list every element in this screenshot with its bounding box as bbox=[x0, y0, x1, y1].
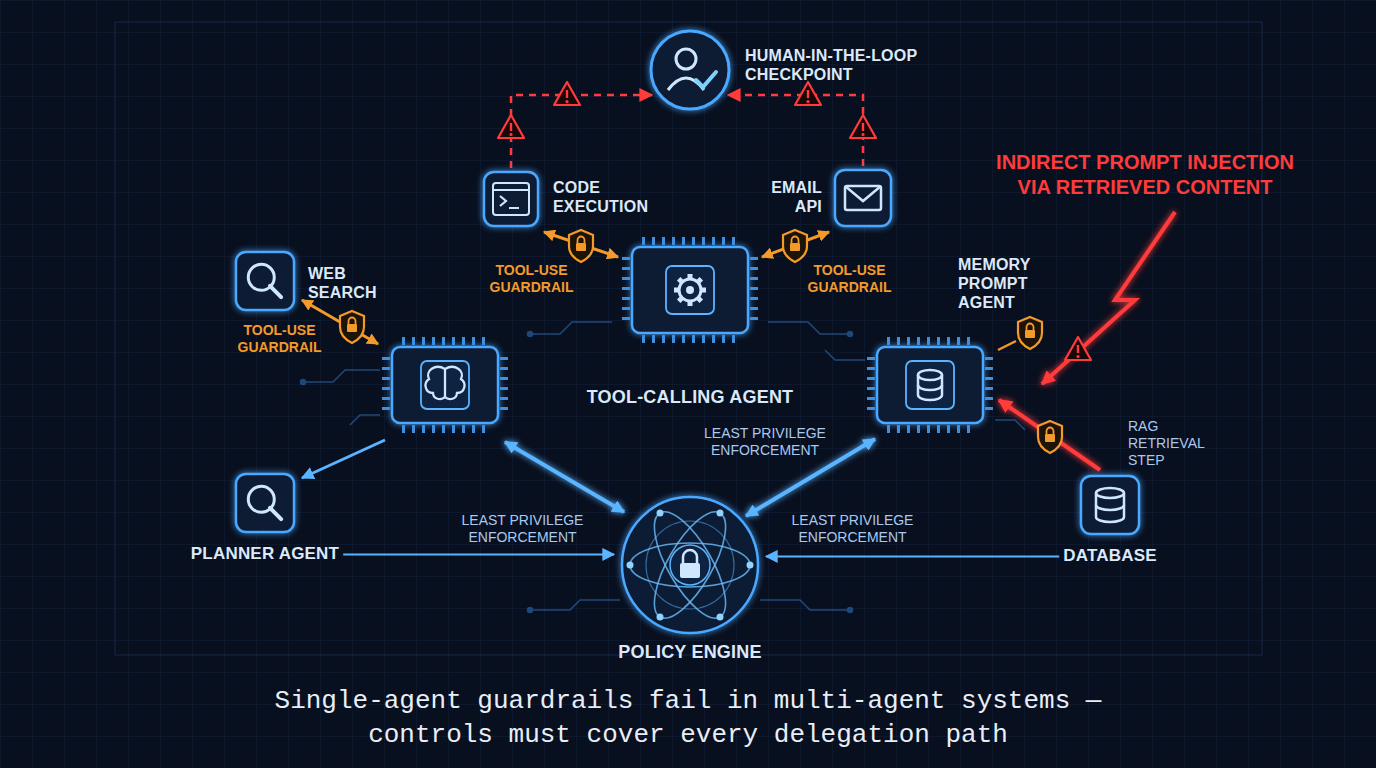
connector-arrow bbox=[999, 400, 1100, 470]
planner-chip bbox=[386, 341, 504, 429]
caption: Single-agent guardrails fail in multi-ag… bbox=[258, 684, 1118, 752]
node-label: PLANNER AGENT bbox=[191, 544, 339, 564]
node-label: CODE EXECUTION bbox=[553, 178, 653, 216]
agent-icon-box: PLANNER AGENT bbox=[191, 472, 339, 564]
node-label: POLICY ENGINE bbox=[618, 642, 761, 664]
agent-chip: TOOL-CALLING AGENT bbox=[587, 235, 794, 409]
tool-icon-box: WEB SEARCH bbox=[234, 250, 296, 312]
connector-arrow bbox=[766, 555, 1059, 557]
connector-arrow bbox=[688, 413, 692, 492]
warning-symbol bbox=[1065, 337, 1091, 360]
tool-icon-box: CODE EXECUTION bbox=[482, 170, 540, 228]
guardrail-label: TOOL-USE GUARDRAIL bbox=[232, 322, 327, 356]
datastore-box-shape bbox=[1079, 474, 1141, 536]
privilege-arrow bbox=[505, 442, 624, 512]
planner-arrow bbox=[302, 440, 385, 478]
node-label: TOOL-CALLING AGENT bbox=[587, 387, 794, 409]
node-label: WEB SEARCH bbox=[308, 264, 388, 302]
guardrail-shield bbox=[340, 311, 364, 343]
node-label: DATABASE bbox=[1063, 546, 1157, 566]
tool-icon-box: EMAIL API bbox=[833, 168, 893, 228]
checkpoint-node: HUMAN-IN-THE-LOOP CHECKPOINT bbox=[648, 28, 732, 112]
policy-engine-circle: POLICY ENGINE bbox=[615, 490, 765, 664]
node-label: MEMORY PROMPT AGENT bbox=[958, 255, 1038, 313]
agent-icon-box-shape bbox=[234, 472, 296, 534]
guardrail-label: TOOL-USE GUARDRAIL bbox=[484, 262, 579, 296]
privilege-label: LEAST PRIVILEGE ENFORCEMENT bbox=[785, 512, 920, 546]
agent-chip-shape bbox=[620, 235, 760, 345]
warning-title: INDIRECT PROMPT INJECTION VIA RETRIEVED … bbox=[985, 150, 1305, 200]
warning-symbol bbox=[498, 115, 524, 138]
node-label: EMAIL API bbox=[752, 178, 822, 216]
privilege-label: LEAST PRIVILEGE ENFORCEMENT bbox=[455, 512, 590, 546]
connector-arrow bbox=[343, 553, 614, 555]
tool-icon-box-shape bbox=[234, 250, 296, 312]
agent-chip-shape bbox=[865, 335, 995, 435]
guardrail-shield bbox=[1038, 421, 1062, 453]
connector-arrow bbox=[511, 95, 652, 168]
tool-icon-box-shape bbox=[833, 168, 893, 228]
panel-frame bbox=[115, 22, 1262, 655]
injection-bolt bbox=[1042, 212, 1175, 384]
agent-chip: MEMORY PROMPT AGENT bbox=[865, 335, 995, 435]
warning-symbol bbox=[554, 82, 580, 105]
guardrail-link bbox=[998, 341, 1016, 350]
guardrail-shield bbox=[783, 230, 807, 262]
guardrail-shield bbox=[569, 230, 593, 262]
warning-symbol bbox=[795, 82, 821, 105]
guardrail-label: TOOL-USE GUARDRAIL bbox=[802, 262, 897, 296]
guardrail-shield bbox=[1018, 317, 1042, 349]
datastore-box: DATABASE bbox=[1063, 474, 1157, 566]
checkpoint-node-shape bbox=[648, 28, 732, 112]
tool-icon-box-shape bbox=[482, 170, 540, 228]
privilege-label: LEAST PRIVILEGE ENFORCEMENT bbox=[700, 425, 830, 459]
node-label: HUMAN-IN-THE-LOOP CHECKPOINT bbox=[745, 46, 935, 84]
retrieval-label: RAG RETRIEVAL STEP bbox=[1128, 418, 1210, 469]
warning-symbol bbox=[850, 115, 876, 138]
policy-engine-circle-shape bbox=[615, 490, 765, 640]
connector-arrow bbox=[688, 115, 692, 234]
